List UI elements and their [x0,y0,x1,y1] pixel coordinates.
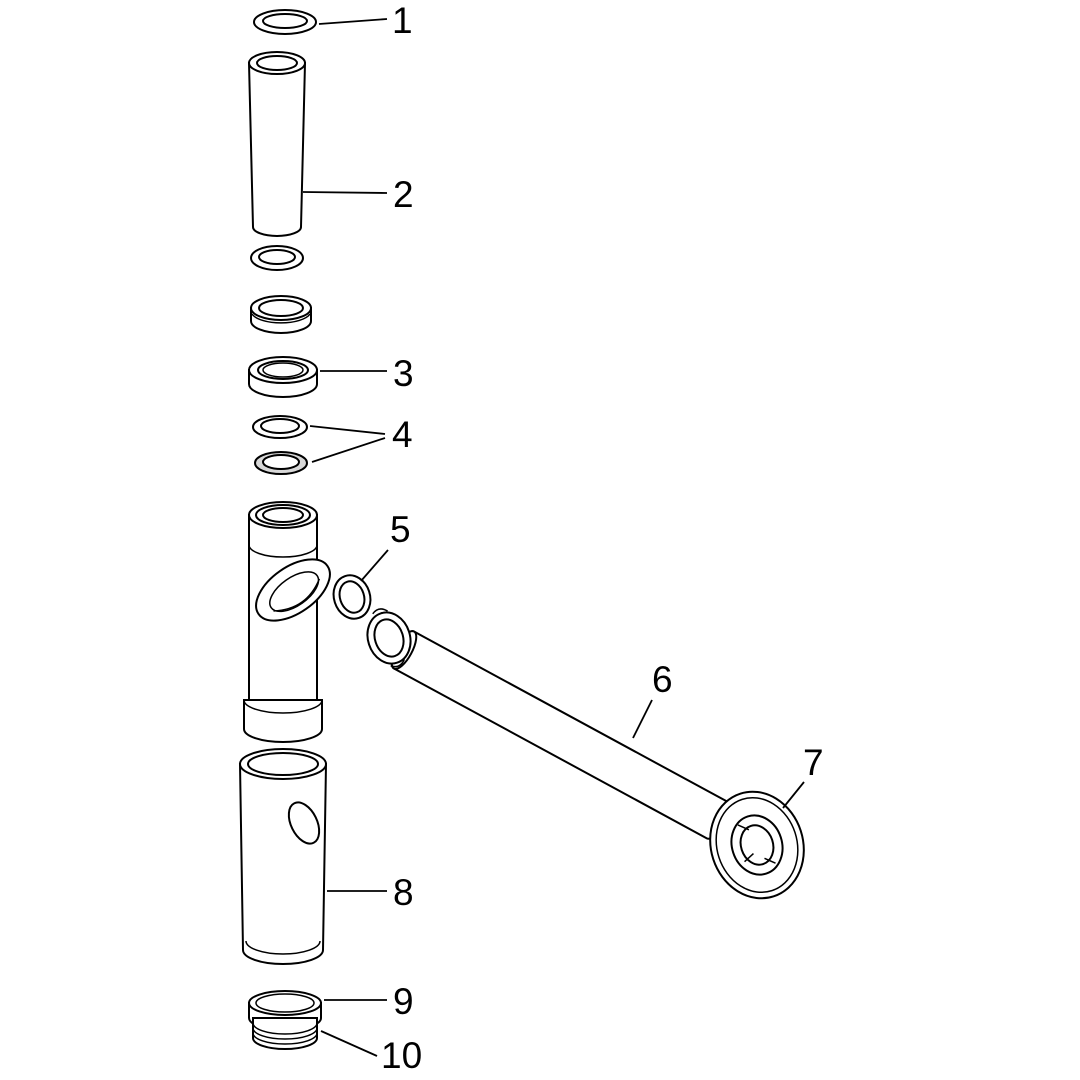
part-1-o-ring [253,9,317,35]
part-label-8: 8 [393,872,414,913]
part-3-nut [248,356,318,398]
part-label-10: 10 [381,1035,422,1076]
part-4-seal-washer-b [254,451,308,475]
part-9-cap [248,990,322,1050]
part-label-7: 7 [803,742,824,783]
part-label-5: 5 [390,509,411,550]
leader-line-7 [782,781,805,809]
leader-line-10 [320,1030,378,1057]
leader-line-1 [318,18,388,25]
o-ring-under-pipe [250,245,304,271]
part-label-4: 4 [392,414,413,455]
leader-line-6 [632,699,653,739]
part-5-o-ring [332,574,372,620]
slip-washer [366,608,412,668]
part-4-seal-washer-a [252,415,308,439]
leader-line-4a [309,425,386,435]
leader-line-2 [302,191,388,194]
part-10-threaded-section [252,1017,318,1050]
part-label-6: 6 [652,659,673,700]
part-label-2: 2 [393,174,414,215]
part-7-wall-flange [709,790,805,900]
trap-cup-side-hole [287,801,321,845]
leader-line-4b [311,437,386,463]
trap-body [243,501,331,743]
trap-body-cutaway [255,558,331,622]
part-2-pipe [247,51,307,237]
part-8-trap-cup [238,748,328,965]
leader-line-5 [360,549,389,582]
part-label-9: 9 [393,981,414,1022]
part-label-3: 3 [393,353,414,394]
threaded-collar [250,295,312,334]
part-label-1: 1 [392,0,413,41]
